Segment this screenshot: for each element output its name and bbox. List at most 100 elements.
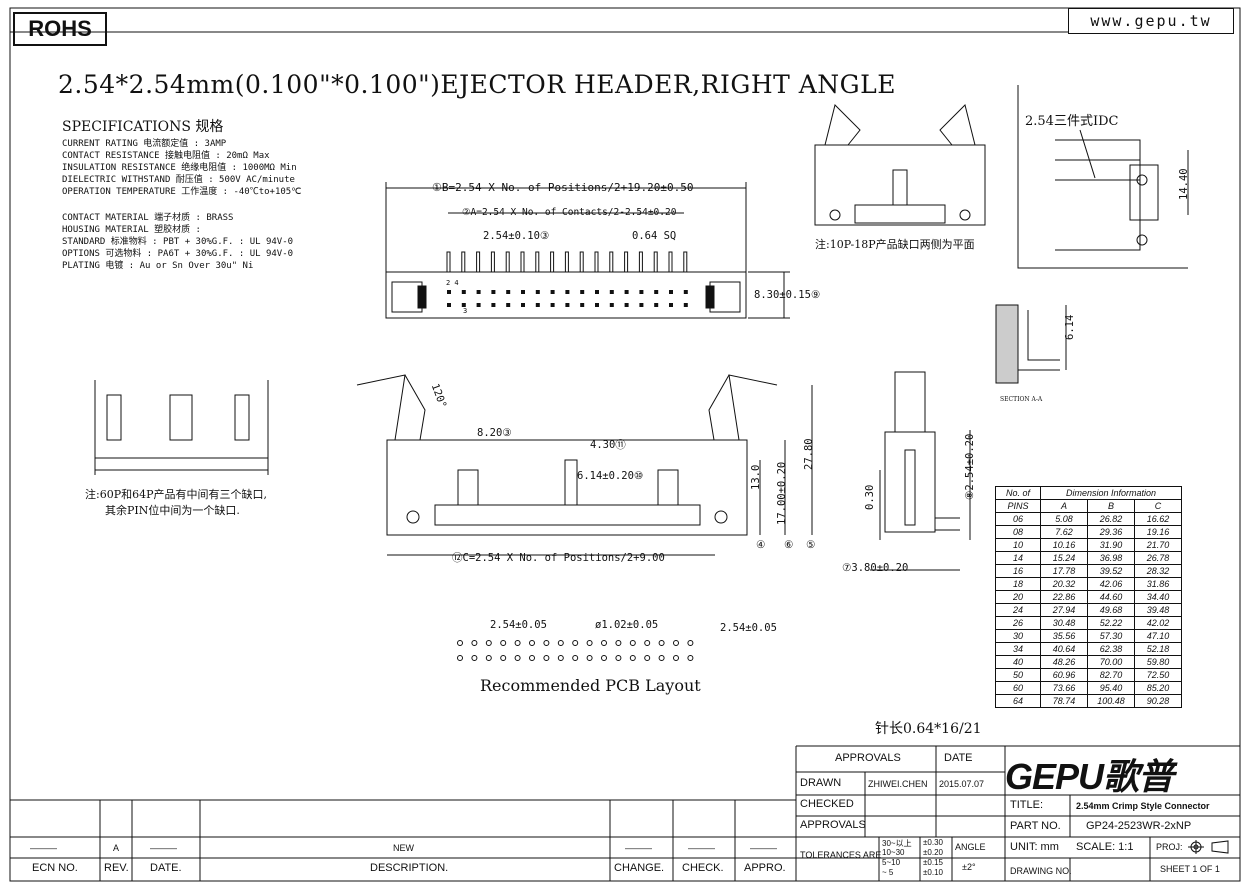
table-cell: 90.28 <box>1134 694 1182 708</box>
drawn-date: 2015.07.07 <box>939 779 985 789</box>
pin-square <box>669 303 673 307</box>
pin-square <box>447 303 451 307</box>
table-header: No. of <box>995 486 1041 500</box>
pin-numbers-top: 2 4 <box>446 279 459 287</box>
table-cell: 30 <box>995 629 1041 643</box>
pcb-hole <box>543 655 550 661</box>
idc-note: 2.54三件式IDC <box>1025 114 1119 129</box>
pin-square <box>565 303 570 307</box>
table-cell: 44.60 <box>1087 590 1135 604</box>
pin-lead <box>683 251 688 273</box>
material-line: OPTIONS 可选物料 : PA6T + 30%G.F. : UL 94V-0 <box>62 249 294 259</box>
pin-square <box>580 303 585 307</box>
pin-square <box>461 303 466 307</box>
dim-pcb-pitch-y: 2.54±0.05 <box>720 622 777 634</box>
table-header: B <box>1087 499 1135 513</box>
change-header: CHANGE. <box>614 862 665 874</box>
angle-tol: ±2° <box>962 862 976 872</box>
pcb-hole <box>557 640 564 646</box>
table-cell: 15.24 <box>1040 551 1088 565</box>
dim-circ-6: ⑥ <box>784 539 794 551</box>
table-cell: 60 <box>995 681 1041 695</box>
pin-lead <box>476 251 481 273</box>
table-cell: 26 <box>995 616 1041 630</box>
front-view-connector <box>356 374 813 556</box>
pin-square <box>506 290 511 294</box>
notch-detail <box>94 380 269 475</box>
table-cell: 40 <box>995 655 1041 669</box>
dim-380: ⑦3.80±0.20 <box>842 562 909 574</box>
table-cell: 28.32 <box>1134 564 1182 578</box>
pcb-hole <box>629 640 636 646</box>
table-cell: 64 <box>995 694 1041 708</box>
pin-square <box>565 290 570 294</box>
pcb-hole <box>658 640 665 646</box>
table-cell: 82.70 <box>1087 668 1135 682</box>
pcb-hole <box>514 655 521 661</box>
part-no-value: GP24-2523WR-2xNP <box>1086 820 1192 832</box>
pin-square <box>491 303 496 307</box>
table-cell: 42.06 <box>1087 577 1135 591</box>
table-cell: 24 <box>995 603 1041 617</box>
table-cell: 06 <box>995 512 1041 526</box>
pcb-hole <box>543 640 550 646</box>
pin-square <box>654 303 659 307</box>
dimension-table: No. of Dimension Information PINS A B C … <box>995 486 1182 708</box>
pcb-hole <box>615 655 622 661</box>
pin-square <box>609 303 614 307</box>
pcb-hole <box>514 640 521 646</box>
rev-cell: NEW <box>393 843 414 853</box>
pin-square <box>683 290 688 294</box>
pin-square <box>595 290 599 294</box>
dim-130: 13.0 <box>750 464 762 490</box>
spec-line: OPERATION TEMPERATURE 工作温度 : -40℃to+105℃ <box>62 187 302 197</box>
pin-square <box>476 290 481 294</box>
drawn-label: DRAWN <box>800 777 842 789</box>
rev-cell: ——— <box>688 843 715 853</box>
dim-height: 8.30±0.15⑨ <box>754 289 821 301</box>
title-label: TITLE: <box>1010 799 1044 811</box>
scale-label: SCALE: 1:1 <box>1076 841 1134 853</box>
side-note: 注:10P-18P产品缺口两侧为平面 <box>815 238 975 251</box>
table-cell: 19.16 <box>1134 525 1182 539</box>
dim-pcb-pitch-x: 2.54±0.05 <box>490 619 547 631</box>
table-cell: 31.86 <box>1134 577 1182 591</box>
pin-square <box>595 303 599 307</box>
dim-254v: ⑧2.54±0.20 <box>964 433 976 500</box>
pcb-hole <box>572 655 579 661</box>
pcb-hole <box>644 640 651 646</box>
spec-line: INSULATION RESISTANCE 绝缘电阻值 : 1000MΩ Min <box>62 163 297 173</box>
table-cell: 26.78 <box>1134 551 1182 565</box>
pin-lead <box>520 251 525 273</box>
pin-square <box>521 290 525 294</box>
tol-value: ±0.20 <box>923 848 943 857</box>
table-cell: 60.96 <box>1040 668 1088 682</box>
rev-cell: ——— <box>750 843 777 853</box>
rev-cell: A <box>113 843 120 853</box>
table-cell: 39.52 <box>1087 564 1135 578</box>
idc-detail <box>1017 85 1189 269</box>
end-view-top-right <box>814 104 986 226</box>
pcb-layout <box>457 640 694 661</box>
table-cell: 85.20 <box>1134 681 1182 695</box>
pin-square <box>506 303 511 307</box>
pin-lead <box>624 251 629 273</box>
pin-lead <box>550 251 555 273</box>
table-cell: 95.40 <box>1087 681 1135 695</box>
pin-square <box>447 290 451 294</box>
proj-label: PROJ: <box>1156 842 1183 852</box>
website-url[interactable]: www.gepu.tw <box>1068 8 1234 34</box>
table-header: C <box>1134 499 1182 513</box>
table-cell: 72.50 <box>1134 668 1182 682</box>
pin-lead <box>579 251 584 273</box>
projection-symbol-icon <box>1188 840 1229 854</box>
pcb-hole <box>687 655 694 661</box>
pcb-hole <box>601 640 607 646</box>
dim-1440: 14.40 <box>1178 168 1190 200</box>
